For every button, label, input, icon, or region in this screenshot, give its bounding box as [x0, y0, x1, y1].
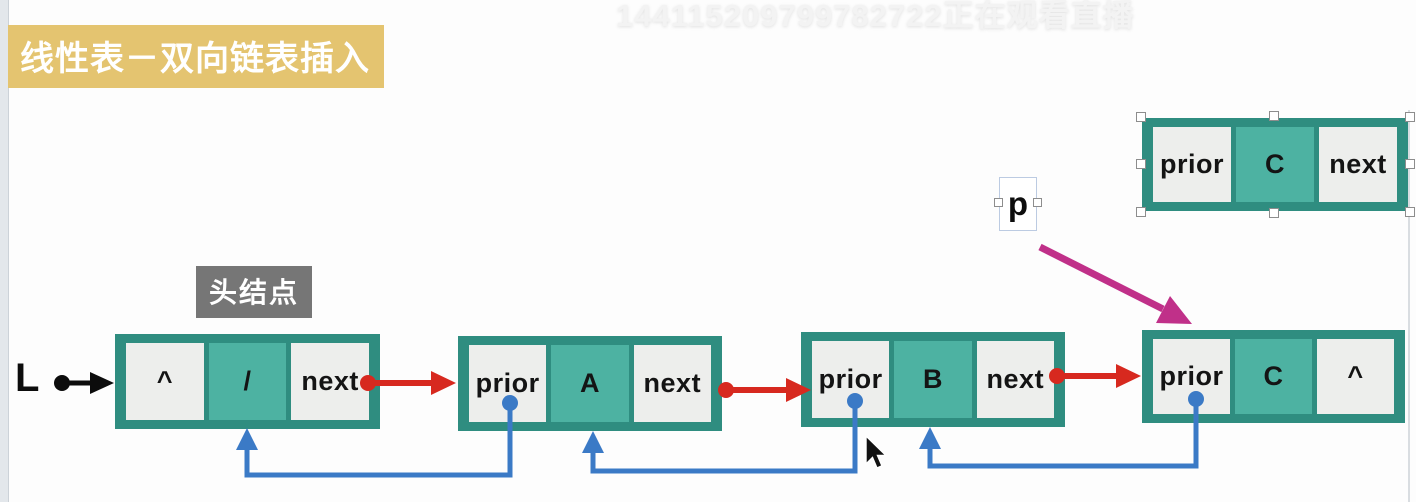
cell-prior: ^	[126, 343, 204, 420]
selection-handle[interactable]	[1136, 112, 1146, 122]
selection-handle[interactable]	[1269, 111, 1279, 121]
cell-prior: prior	[812, 341, 890, 418]
selection-handle[interactable]	[1269, 208, 1279, 218]
list-pointer-arrow[interactable]	[54, 372, 114, 394]
selection-handle[interactable]	[1033, 198, 1042, 207]
cell-data: C	[1236, 127, 1314, 202]
cell-prior: prior	[1153, 339, 1230, 414]
cell-data: A	[551, 345, 629, 422]
p-pointer-box[interactable]: p	[994, 177, 1042, 231]
p-pointer-label: p	[1007, 185, 1029, 222]
head-node-label[interactable]: 头结点	[196, 266, 313, 318]
node-head[interactable]: ^ / next	[115, 334, 380, 429]
cell-next: next	[976, 341, 1054, 418]
p-pointer-arrow[interactable]	[1038, 243, 1192, 324]
mouse-cursor-icon	[865, 434, 888, 469]
cell-next: next	[291, 343, 370, 420]
node-a[interactable]: prior A next	[458, 336, 722, 431]
window-right-edge	[1408, 110, 1410, 502]
cell-next: next	[1319, 127, 1397, 202]
cell-next: next	[633, 345, 711, 422]
selection-handle[interactable]	[1136, 159, 1146, 169]
selection-handle[interactable]	[1405, 112, 1415, 122]
selection-handle[interactable]	[994, 198, 1003, 207]
selection-handle[interactable]	[1136, 207, 1146, 217]
node-c-floating[interactable]: prior C next	[1142, 118, 1408, 211]
node-b[interactable]: prior B next	[801, 332, 1065, 427]
selection-handle[interactable]	[1405, 159, 1415, 169]
cell-data: B	[894, 341, 972, 418]
node-c[interactable]: prior C ^	[1142, 330, 1405, 423]
next-pointer-arrow-a-to-b[interactable]	[718, 378, 811, 402]
node-c-floating-selection[interactable]: prior C next	[1136, 111, 1415, 218]
cell-prior: prior	[1153, 127, 1231, 202]
list-pointer-label[interactable]: L	[15, 356, 40, 400]
livestream-watermark: 144115209799782722正在观看直播	[616, 0, 1135, 33]
cell-prior: prior	[469, 345, 547, 422]
slide-title: 线性表－双向链表插入	[8, 25, 384, 88]
cell-next: ^	[1317, 339, 1394, 414]
window-left-edge	[0, 0, 9, 502]
cell-data: /	[208, 343, 287, 420]
selection-handle[interactable]	[1405, 207, 1415, 217]
cell-data: C	[1235, 339, 1312, 414]
